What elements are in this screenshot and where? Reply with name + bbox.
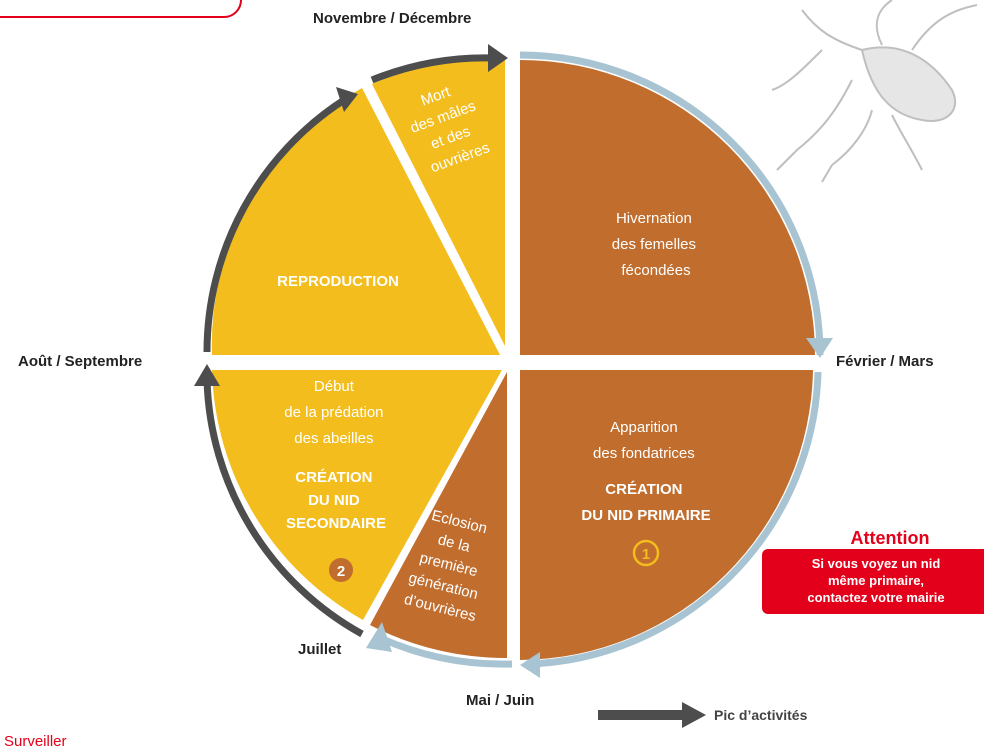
slice-fondatrices (520, 370, 813, 660)
attention-callout: Attention Si vous voyez un nid même prim… (762, 528, 984, 614)
attention-title: Attention (850, 528, 930, 548)
legend-arrow-icon (598, 702, 706, 728)
legend-label: Pic d’activités (714, 707, 808, 723)
month-label-aout-septembre: Août / Septembre (18, 353, 143, 370)
attention-line-1: Si vous voyez un nid (811, 556, 941, 571)
hornet-illustration (771, 0, 978, 183)
reproduction-text: REPRODUCTION (277, 273, 399, 290)
arc-arrow-aout (194, 364, 220, 386)
fondatrices-text: Apparition des fondatrices CRÉATION DU N… (581, 419, 710, 524)
slice-predation (212, 370, 502, 620)
arc-arrow-mai (520, 652, 540, 678)
predation-text: Début de la prédation des abeilles CRÉAT… (284, 378, 387, 532)
hivernation-text: Hivernation des femelles fécondées (612, 210, 700, 279)
arc-arrow-reproduction (336, 87, 358, 112)
attention-box: Si vous voyez un nid même primaire, cont… (762, 549, 984, 614)
arc-arrow-fevrier (806, 338, 833, 358)
attention-line-2: même primaire, (827, 573, 925, 588)
svg-text:2: 2 (337, 563, 345, 580)
svg-text:1: 1 (642, 546, 650, 563)
footer-note: Surveiller (4, 733, 67, 750)
slice-hivernation (520, 60, 815, 355)
arc-blue-right (519, 51, 824, 356)
marker-1: 1 (632, 539, 660, 567)
month-label-juillet: Juillet (298, 641, 342, 658)
slice-eclosion (370, 372, 507, 659)
arc-arrow-novembre (488, 44, 508, 72)
arc-dark-top (370, 54, 495, 84)
arc-blue-bottom-left (376, 633, 513, 668)
arc-arrow-juillet (366, 622, 392, 652)
month-label-mai-juin: Mai / Juin (466, 692, 535, 709)
marker-2: 2 (329, 558, 353, 582)
arc-blue-bottom-right (527, 371, 822, 668)
slice-mort (372, 59, 505, 346)
month-label-fevrier-mars: Février / Mars (836, 353, 934, 370)
arc-dark-left-upper (203, 97, 346, 353)
legend: Pic d’activités (598, 702, 807, 728)
arc-dark-left-lower (203, 379, 364, 638)
attention-line-3: contactez votre mairie (807, 590, 945, 605)
month-label-novembre-decembre: Novembre / Décembre (313, 10, 472, 27)
